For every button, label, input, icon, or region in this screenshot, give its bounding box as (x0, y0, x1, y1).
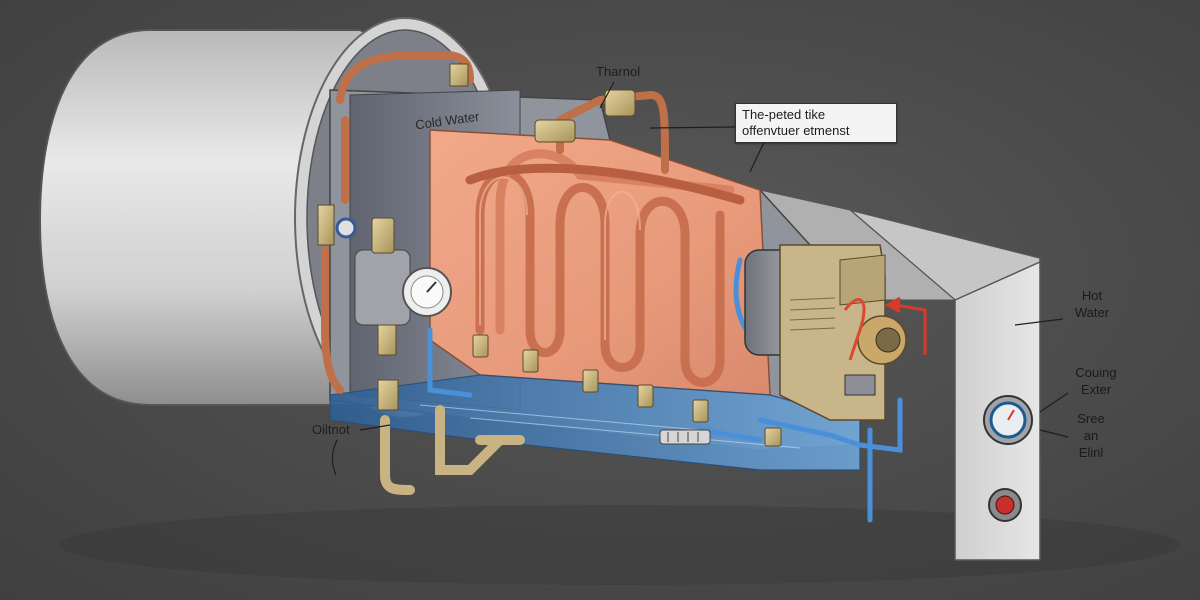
label-sree-line-2: an (1083, 428, 1099, 443)
leader-lines (331, 81, 1069, 476)
temperature-gauge-icon (983, 395, 1033, 445)
flow-sensor (659, 429, 711, 445)
pump-motor (744, 244, 907, 421)
valve-assembly (317, 204, 452, 411)
label-hot-water-line-1: Hot (1081, 288, 1103, 303)
label-hot-water: Hot Water (1063, 287, 1121, 321)
label-hot-water-line-2: Water (1074, 305, 1110, 320)
label-sree-line-1: Sree (1077, 411, 1105, 426)
top-fitting (449, 63, 636, 143)
label-couing-exter: Couing Exter (1066, 364, 1126, 398)
flow-arrow-icon (885, 296, 927, 355)
coil-fittings (472, 334, 782, 447)
label-sree-line-3: Elinl (1078, 445, 1104, 460)
label-couing-exter-line-1: Couing (1075, 365, 1117, 380)
label-oiltnot: Oiltnot (312, 422, 350, 437)
label-heating-element-line-1: The-peted tike (742, 107, 826, 122)
label-heating-element: The-peted tike offenvtuer etmenst (735, 103, 897, 143)
label-heating-element-line-2: offenvtuer etmenst (742, 123, 850, 138)
label-tharnol: Tharnol (596, 64, 641, 79)
control-knob-icon (988, 488, 1022, 522)
outlet-pipes (380, 405, 525, 495)
label-couing-exter-line-2: Exter (1080, 382, 1112, 397)
label-sree-an-elinl: Sree an Elinl (1066, 410, 1116, 461)
